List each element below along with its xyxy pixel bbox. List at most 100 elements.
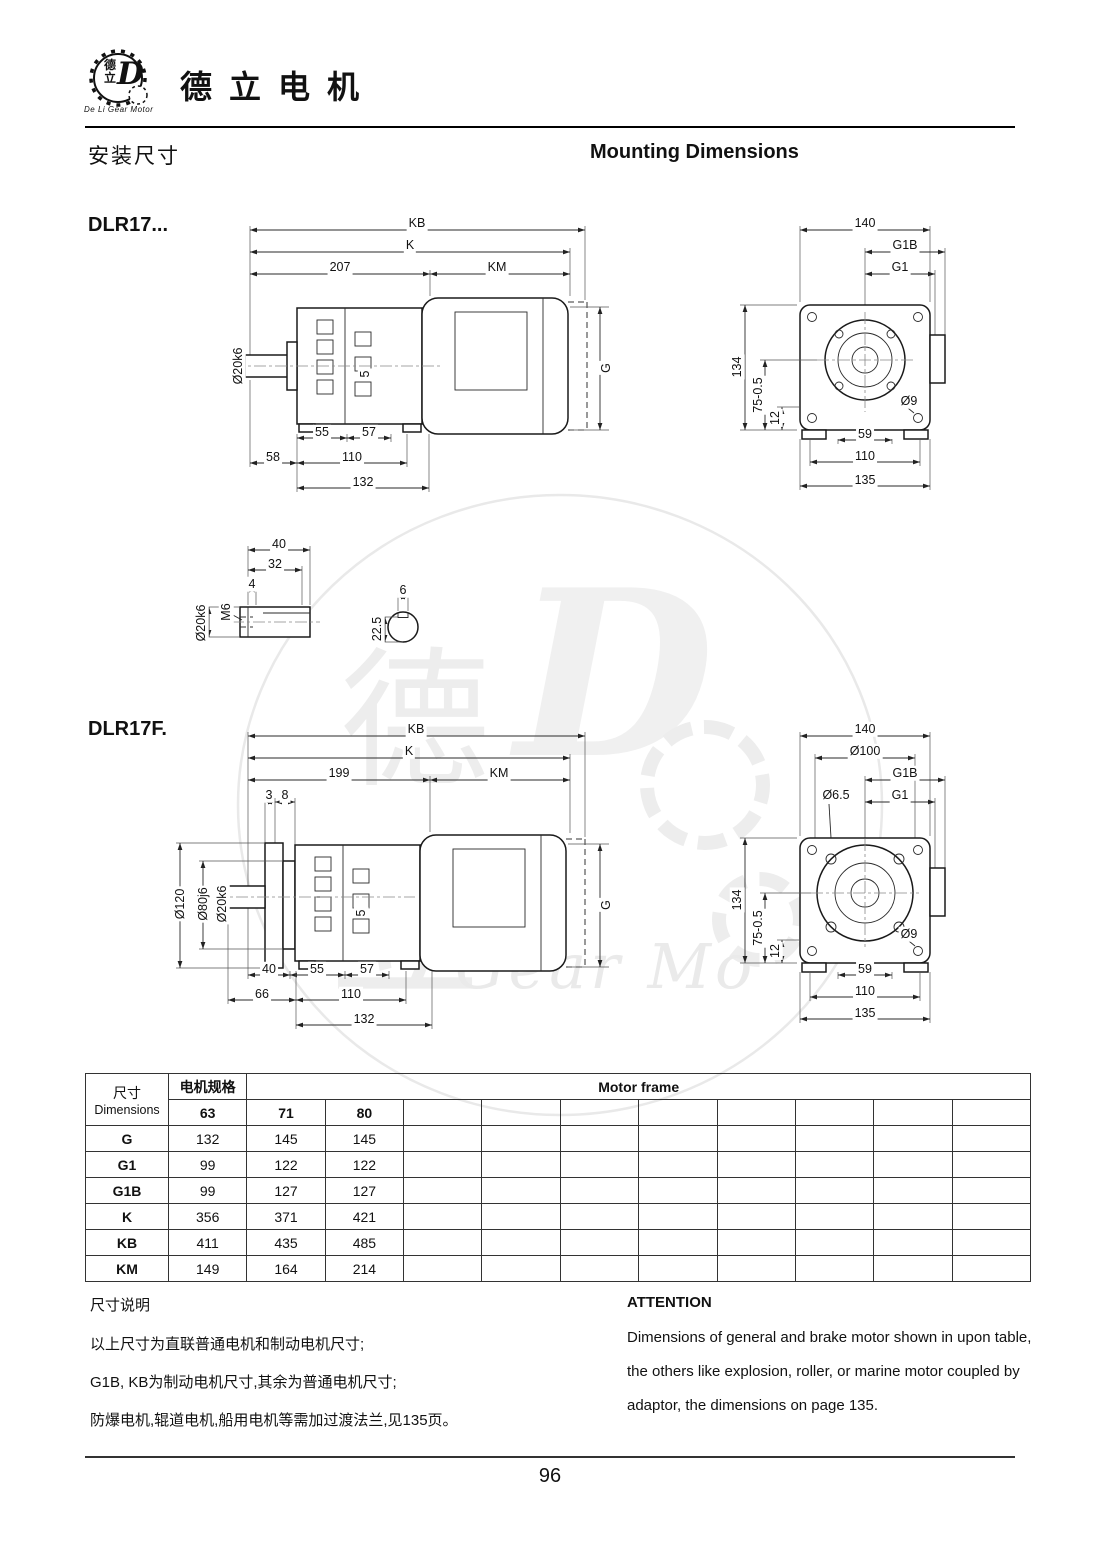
dimension-value-cell: 164 — [246, 1255, 326, 1282]
dim-label: 6 — [397, 582, 409, 598]
note-line: 防爆电机,辊道电机,船用电机等需加过渡法兰,见135页。 — [90, 1412, 458, 1429]
dim-label: Ø9 — [898, 393, 920, 409]
model-title-dlr17f: DLR17F. — [88, 718, 167, 740]
dimension-value-cell — [559, 1255, 640, 1282]
dim-label: 140 — [852, 215, 878, 231]
dimension-value-cell — [403, 1151, 483, 1178]
dimension-value-cell: 99 — [167, 1151, 248, 1178]
dimension-value-cell: 127 — [246, 1177, 326, 1204]
dlr17-side-geometry — [233, 226, 609, 492]
motor-spec-header-zh: 电机规格 — [167, 1073, 248, 1100]
dimension-label-cell: G1B — [85, 1177, 169, 1204]
dimension-value-cell — [559, 1203, 640, 1230]
dim-label: 134 — [729, 887, 745, 913]
dimension-label-cell: K — [85, 1203, 169, 1230]
dim-label: 132 — [351, 1011, 377, 1027]
gearbox-housing — [286, 307, 423, 433]
dimension-value-cell — [794, 1151, 875, 1178]
dimension-value-cell: 149 — [167, 1255, 248, 1282]
dimension-value-cell — [951, 1229, 1032, 1256]
dimension-value-cell: 122 — [246, 1151, 326, 1178]
dim-label: 135 — [852, 472, 878, 488]
footer-rule — [85, 1456, 1015, 1458]
dimensions-header-en: Dimensions — [94, 1102, 160, 1117]
gearbox-housing — [294, 844, 421, 970]
motor-frame-cell: 80 — [324, 1099, 405, 1126]
dim-label: Ø20k6 — [214, 883, 230, 925]
dimension-value-cell — [873, 1125, 953, 1152]
dimension-value-cell: 127 — [324, 1177, 405, 1204]
dim-label: 4 — [246, 576, 258, 592]
dim-label: 110 — [340, 449, 364, 465]
dim-label: 110 — [853, 448, 877, 464]
dimension-value-cell — [951, 1255, 1032, 1282]
dimension-value-cell — [794, 1125, 875, 1152]
dimension-value-cell: 122 — [324, 1151, 405, 1178]
dim-label: 8 — [279, 787, 291, 803]
dim-label: 66 — [253, 986, 271, 1002]
dimension-value-cell — [638, 1229, 718, 1256]
company-logo: 德立 D De Li Gear Motor — [84, 48, 174, 120]
note-line: Dimensions of general and brake motor sh… — [627, 1329, 1032, 1346]
dim-label: 57 — [358, 961, 376, 977]
dimension-value-cell — [559, 1177, 640, 1204]
dimension-value-cell — [403, 1203, 483, 1230]
dim-label: 22.5 — [369, 614, 385, 644]
dim-label: 59 — [856, 426, 874, 442]
dimension-value-cell: 145 — [324, 1125, 405, 1152]
dimension-value-cell — [403, 1255, 483, 1282]
dimension-value-cell — [716, 1203, 796, 1230]
dimension-value-cell — [716, 1151, 796, 1178]
dimension-value-cell — [873, 1229, 953, 1256]
motor-body — [419, 834, 586, 972]
dimension-label-cell: KB — [85, 1229, 169, 1256]
dimension-value-cell — [716, 1229, 796, 1256]
dimension-label-cell: G — [85, 1125, 169, 1152]
dimension-value-cell — [951, 1125, 1032, 1152]
dimension-value-cell — [481, 1125, 561, 1152]
dimension-value-cell — [716, 1255, 796, 1282]
dim-label: 207 — [327, 259, 353, 275]
dim-label: 55 — [313, 424, 331, 440]
dim-label: KM — [487, 765, 511, 781]
notes-zh-title: 尺寸说明 — [90, 1297, 151, 1314]
dimension-value-cell: 132 — [167, 1125, 248, 1152]
dim-label: 12 — [767, 409, 783, 427]
logo-caption: De Li Gear Motor — [84, 105, 154, 114]
logo-characters: 德立 — [104, 58, 117, 85]
motor-frame-cell: 63 — [167, 1099, 248, 1126]
section-title-zh: 安装尺寸 — [88, 145, 180, 168]
motor-frame-cell — [481, 1099, 561, 1126]
dimension-value-cell — [873, 1177, 953, 1204]
dimension-value-cell — [638, 1125, 718, 1152]
dim-label: 199 — [326, 765, 352, 781]
dimension-value-cell — [559, 1229, 640, 1256]
dimension-value-cell: 214 — [324, 1255, 405, 1282]
dimension-value-cell — [951, 1203, 1032, 1230]
dim-label: 58 — [264, 449, 282, 465]
shaft-cross-section — [387, 611, 419, 643]
dim-label: 55 — [308, 961, 326, 977]
page-number: 96 — [538, 1465, 562, 1487]
dimension-value-cell: 99 — [167, 1177, 248, 1204]
dim-label: G — [598, 361, 614, 375]
dim-label: Ø9 — [898, 926, 920, 942]
dim-label: Ø120 — [172, 886, 188, 922]
dimension-value-cell — [951, 1177, 1032, 1204]
notes-english: ATTENTION Dimensions of general and brak… — [627, 1294, 1047, 1431]
dim-label: K — [403, 237, 417, 253]
motor-frame-cell — [716, 1099, 796, 1126]
gearbox-front-face — [799, 837, 946, 973]
note-line: G1B, KB为制动电机尺寸,其余为普通电机尺寸; — [90, 1374, 397, 1391]
dimension-value-cell — [794, 1229, 875, 1256]
dimension-value-cell — [951, 1151, 1032, 1178]
dimension-value-cell — [403, 1229, 483, 1256]
dimension-value-cell — [481, 1177, 561, 1204]
